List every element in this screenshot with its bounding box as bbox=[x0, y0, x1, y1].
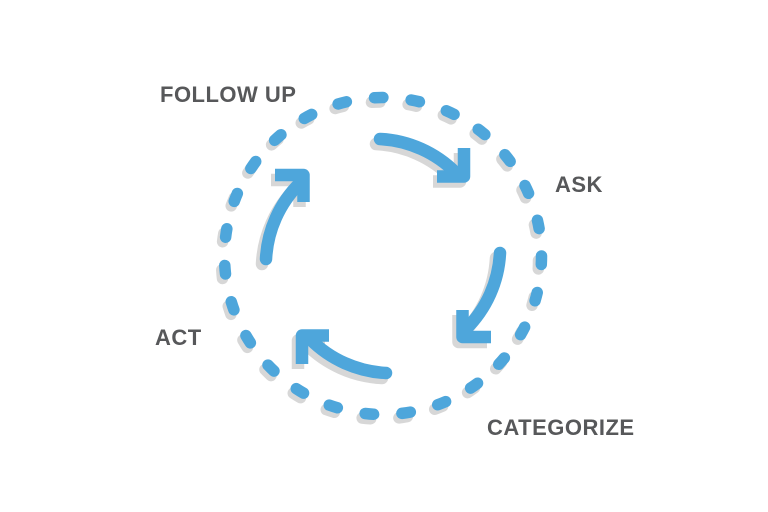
step-label-follow-up: FOLLOW UP bbox=[160, 82, 297, 107]
cycle-arrow-left bbox=[266, 175, 304, 259]
step-label-act: ACT bbox=[155, 325, 202, 350]
dashed-circle bbox=[218, 91, 548, 421]
step-label-ask: ASK bbox=[555, 172, 603, 197]
step-label-categorize: CATEGORIZE bbox=[487, 415, 635, 440]
